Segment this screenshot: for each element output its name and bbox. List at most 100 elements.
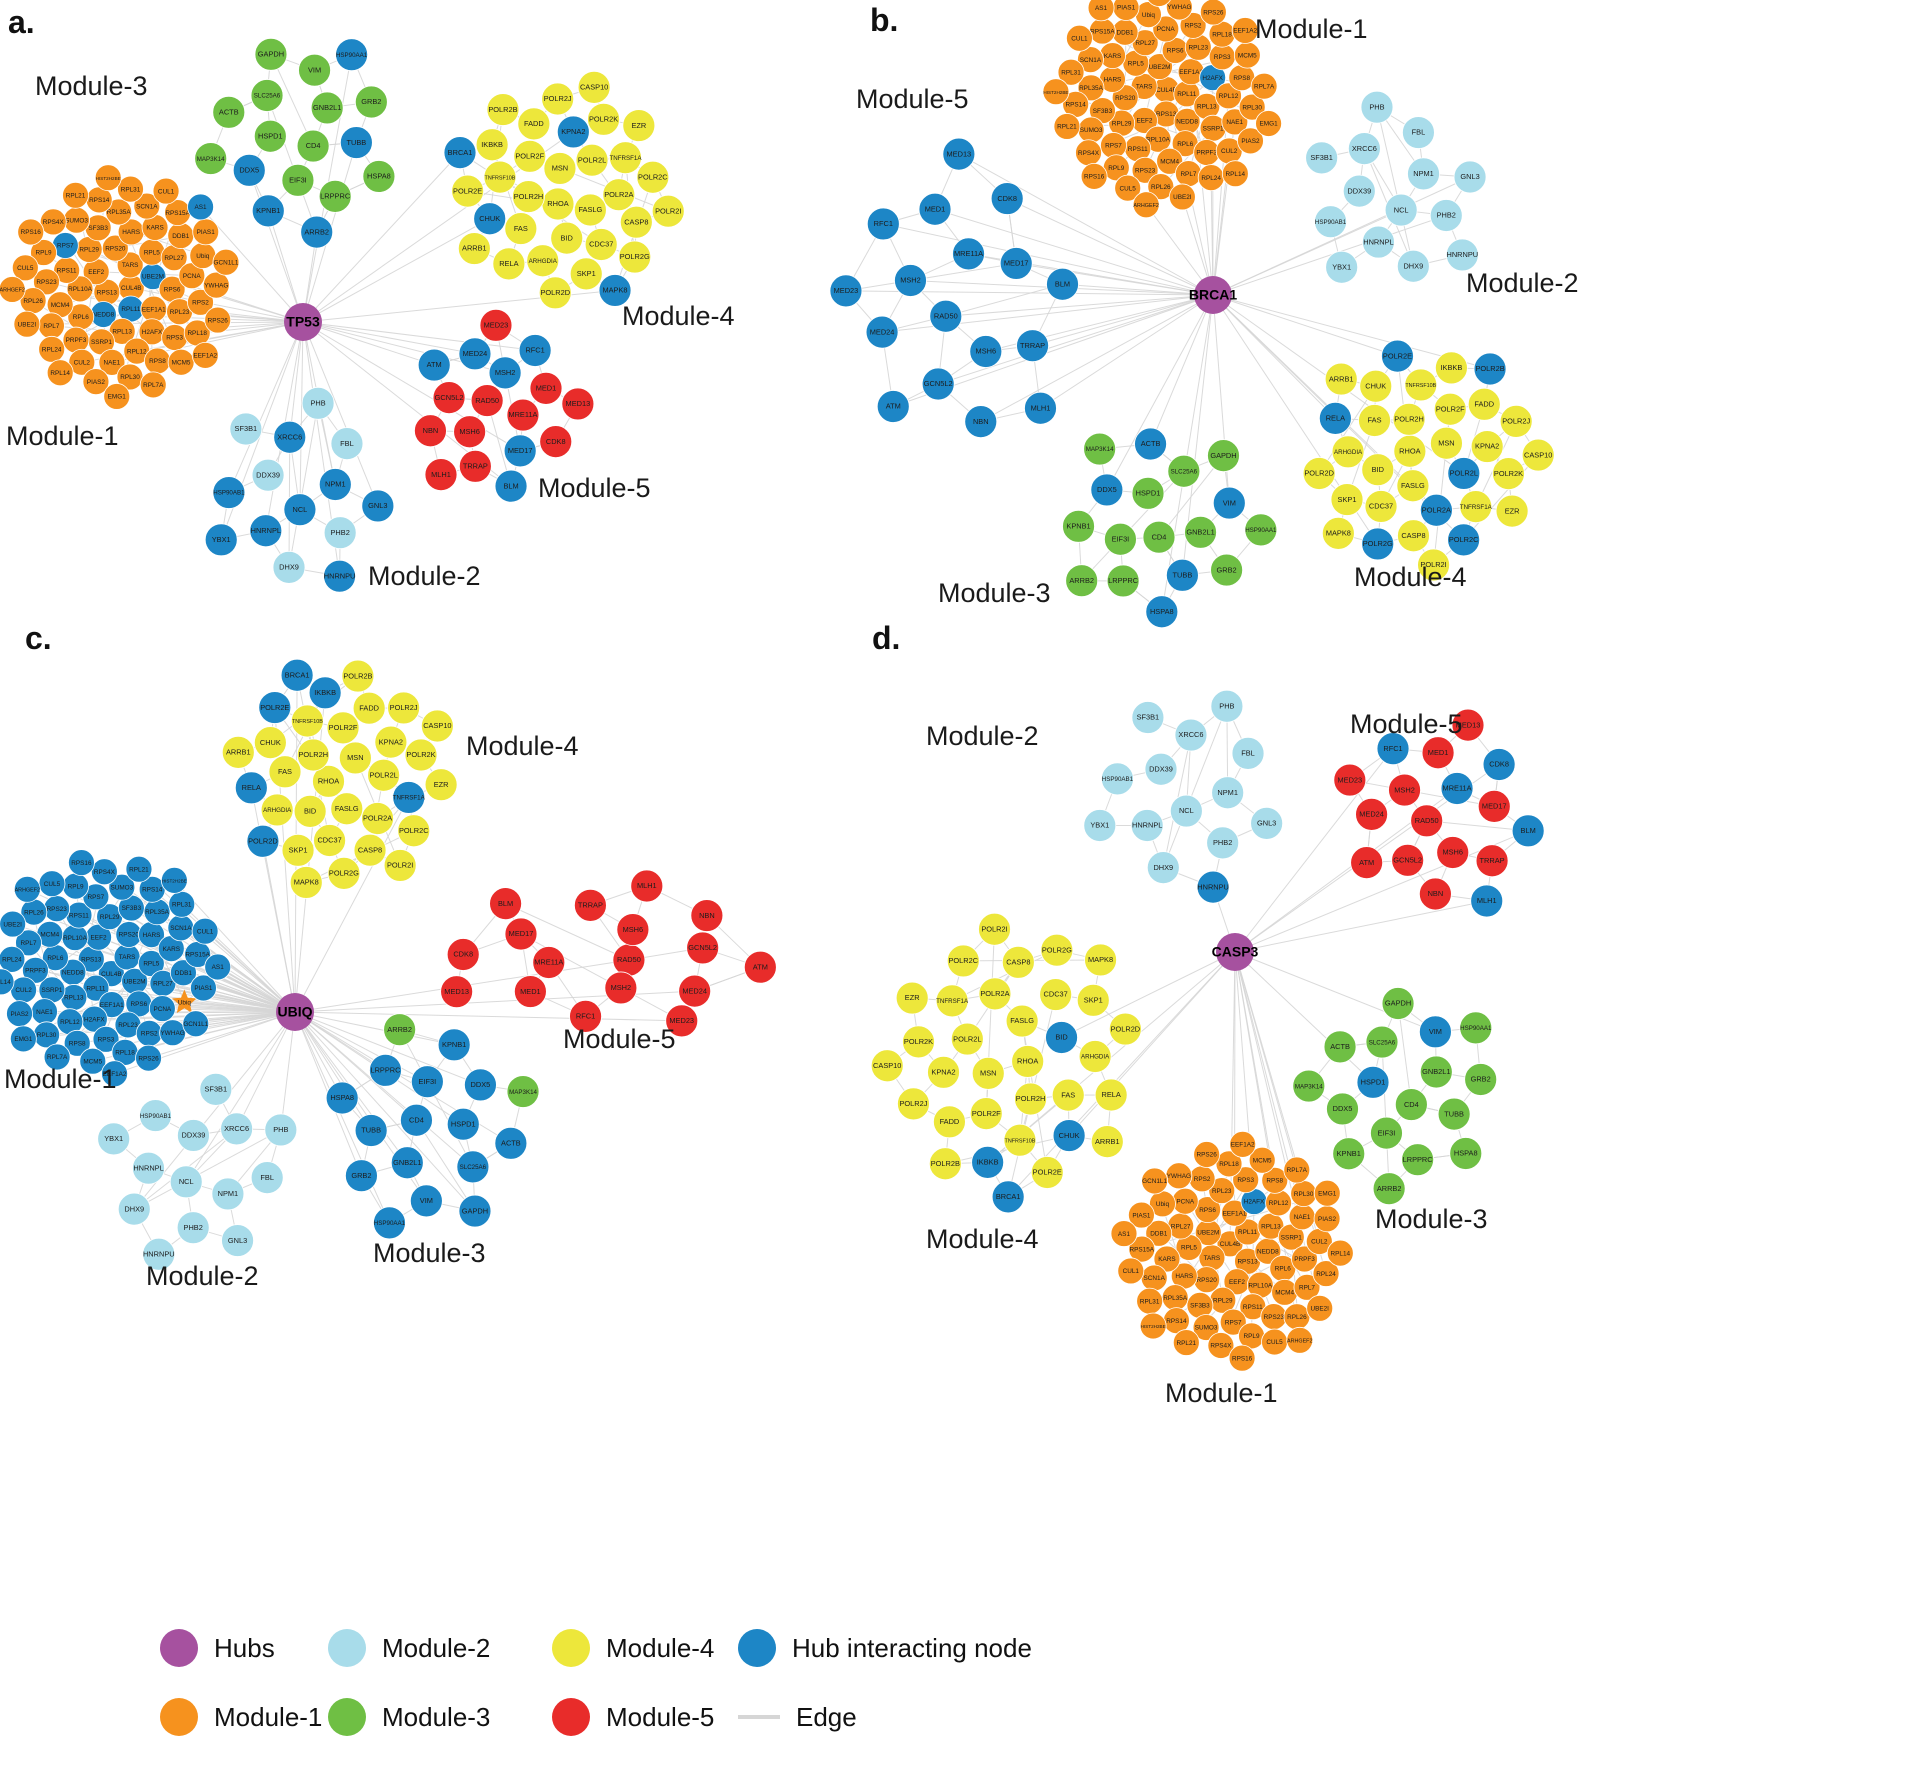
node-RPL35A — [105, 198, 133, 226]
node-label: YWHAG — [204, 282, 228, 289]
node-RFC1 — [569, 1000, 602, 1033]
node-label: KARS — [163, 946, 180, 953]
node-label: DDB1 — [172, 233, 189, 240]
node-label: ARHGDIA — [263, 807, 292, 814]
node-label: POLR2L — [578, 155, 606, 164]
node-label: RPL14 — [1226, 171, 1246, 178]
node-GNL3 — [1453, 160, 1487, 194]
node-label: PHB — [310, 398, 325, 407]
node-CASP10 — [577, 70, 611, 104]
node-label: POLR2F — [1436, 404, 1465, 413]
node-DDX39 — [177, 1119, 210, 1152]
node-label: POLR2J — [1502, 417, 1530, 426]
node-label: RPL31 — [1140, 1298, 1160, 1305]
node-label: PIAS1 — [197, 229, 216, 236]
node-EMG1 — [9, 1025, 37, 1053]
node-IKBKB — [1434, 351, 1468, 385]
node-label: RPL7 — [43, 323, 59, 330]
node-RPL21 — [1172, 1329, 1200, 1356]
node-label: RPS2 — [141, 1031, 158, 1038]
node-HSP90AA1 — [1244, 513, 1278, 547]
node-label: YBX1 — [1090, 821, 1109, 830]
node-label: SUMO3 — [110, 884, 133, 891]
node-label: HNRNPL — [133, 1163, 163, 1172]
node-label: SF3B3 — [1190, 1303, 1210, 1310]
node-label: CUL4B — [121, 285, 142, 292]
node-SKP1 — [569, 257, 603, 291]
node-group-d: NCLDDX39NPM1HNRNPLXRCC6PHB2HSP90AB1FBLDH… — [870, 689, 1545, 1408]
node-RPS23 — [1131, 156, 1159, 184]
node-KPNB1 — [1062, 509, 1095, 543]
node-ATM — [743, 950, 777, 984]
node-label: EEF1A2 — [193, 353, 217, 360]
node-label: DDB1 — [1150, 1231, 1167, 1238]
node-RELA — [1094, 1078, 1128, 1112]
node-GAPDH — [254, 37, 288, 71]
node-MED24 — [1355, 797, 1388, 831]
node-CASP8 — [1001, 945, 1035, 979]
node-MED1 — [529, 371, 563, 405]
node-RFC1 — [866, 207, 900, 241]
node-label: CASP8 — [1006, 957, 1030, 966]
node-label: RPS14 — [1066, 102, 1087, 109]
node-label: NAE1 — [104, 360, 121, 367]
node-TUBB — [354, 1114, 388, 1147]
node-UBE2I — [1168, 183, 1196, 211]
node-MLH1 — [1470, 884, 1504, 918]
node-label: YBX1 — [1332, 262, 1351, 271]
node-TNFRSF10B — [290, 704, 324, 738]
node-label: RPL26 — [1287, 1314, 1307, 1321]
node-RPS23 — [33, 268, 60, 296]
module-label-module-4: Module-4 — [622, 301, 735, 331]
node-label: RPL9 — [1244, 1333, 1260, 1340]
node-label: KARS — [1104, 53, 1121, 60]
node-CDK8 — [990, 182, 1024, 215]
node-BRCA1 — [991, 1180, 1025, 1214]
node-label: RPL23 — [118, 1022, 138, 1029]
node-RPL10A — [66, 275, 94, 303]
node-NCL — [1169, 794, 1203, 828]
node-label: ARHGEF2 — [0, 288, 25, 294]
node-label: CUL1 — [1123, 1268, 1140, 1275]
node-POLR2G — [1040, 933, 1074, 967]
node-label: DDX5 — [239, 166, 259, 175]
node-label: RPL35A — [107, 209, 132, 216]
node-YBX1 — [1083, 809, 1117, 842]
node-label: NEDD8 — [1176, 119, 1198, 126]
node-label: GCN1L1 — [1142, 1178, 1167, 1185]
node-DDB1 — [170, 959, 197, 987]
node-label: HSP90AB1 — [213, 490, 245, 497]
node-label: SLC25A6 — [1369, 1039, 1396, 1046]
node-POLR2I — [978, 912, 1011, 946]
node-HSPA8 — [325, 1081, 359, 1115]
node-HSPD1 — [1131, 476, 1165, 510]
node-MAPK8 — [1084, 943, 1117, 977]
node-label: HNRNPL — [1132, 821, 1162, 830]
legend-item-edge: Edge — [738, 1697, 857, 1737]
node-label: PIAS1 — [1117, 5, 1136, 12]
node-label: RPS6 — [1199, 1207, 1216, 1214]
node-MAP3K14 — [1292, 1069, 1326, 1103]
node-label: MAPK8 — [602, 286, 627, 295]
node-EIF3I — [281, 163, 315, 197]
node-label: HIST2H2BE — [162, 879, 187, 884]
node-label: MSN — [552, 164, 568, 173]
node-label: GNB2L1 — [1186, 528, 1214, 537]
node-label: POLR2K — [406, 750, 435, 759]
node-POLR2E — [1381, 339, 1414, 373]
node-POLR2I — [1417, 548, 1450, 582]
node-BLM — [494, 469, 528, 503]
node-label: CASP8 — [624, 217, 648, 226]
node-label: DDX39 — [182, 1131, 206, 1140]
node-label: GCN5L2 — [435, 393, 464, 402]
node-label: NAE1 — [36, 1009, 53, 1016]
node-SF3B1 — [229, 412, 263, 446]
node-label: MCM5 — [83, 1058, 102, 1065]
node-label: MED13 — [947, 149, 972, 158]
node-label: RPL13 — [112, 329, 132, 336]
node-label: EEF1A2 — [103, 1071, 127, 1078]
node-GCN1L1 — [212, 248, 240, 276]
node-FADD — [933, 1105, 966, 1139]
module-label-module-5: Module-5 — [1350, 709, 1463, 739]
